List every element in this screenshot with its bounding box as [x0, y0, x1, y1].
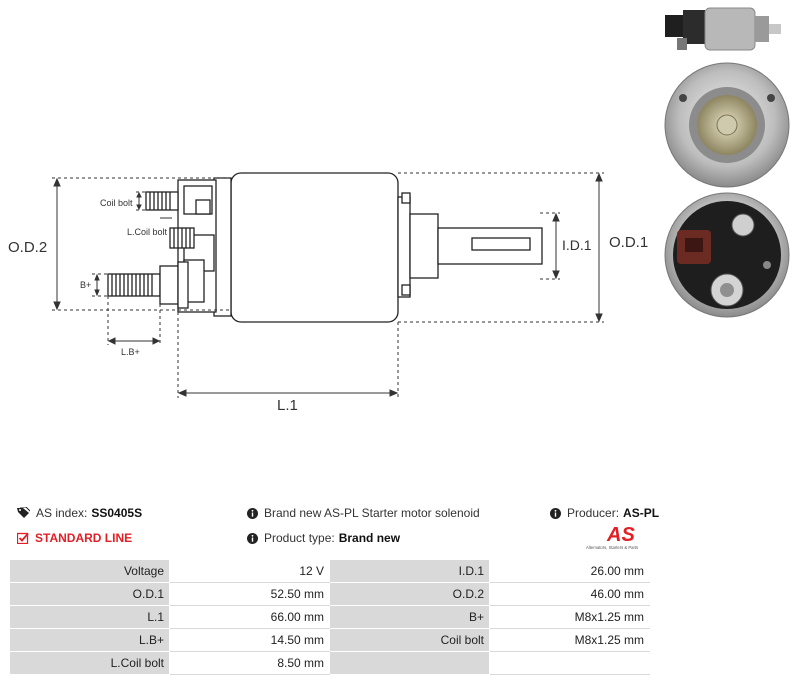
- product-type-label: Product type:: [264, 531, 335, 545]
- spec-value: 66.00 mm: [169, 605, 330, 629]
- spec-value: M8x1.25 mm: [489, 628, 650, 652]
- spec-key: Coil bolt: [329, 628, 490, 652]
- spec-key: L.1: [9, 605, 170, 629]
- od1-label: O.D.1: [609, 234, 648, 251]
- specification-table: Voltage 12 V I.D.1 26.00 mm O.D.1 52.50 …: [9, 559, 650, 675]
- producer-row: Producer: AS-PL: [550, 506, 659, 520]
- spec-value: 8.50 mm: [169, 651, 330, 675]
- l1-label: L.1: [277, 397, 298, 414]
- od2-label: O.D.2: [8, 239, 47, 256]
- producer-value: AS-PL: [623, 506, 660, 520]
- spec-key: I.D.1: [329, 559, 490, 583]
- info-icon: [550, 507, 561, 519]
- table-row: Voltage 12 V I.D.1 26.00 mm: [9, 559, 650, 583]
- logo-tagline: Alternators, Starters & Parts: [586, 545, 638, 550]
- product-line: STANDARD LINE: [35, 531, 133, 545]
- lb-plus-label: L.B+: [121, 347, 140, 357]
- spec-key: O.D.2: [329, 582, 490, 606]
- producer-label: Producer:: [567, 506, 620, 520]
- spec-value: 46.00 mm: [489, 582, 650, 606]
- spec-value: 26.00 mm: [489, 559, 650, 583]
- spec-value: M8x1.25 mm: [489, 605, 650, 629]
- product-line-row: STANDARD LINE: [16, 531, 133, 545]
- as-index-value: SS0405S: [91, 506, 143, 520]
- table-row: L.B+ 14.50 mm Coil bolt M8x1.25 mm: [9, 628, 650, 652]
- logo-text: AS: [606, 524, 635, 546]
- as-pl-logo: AS Alternators, Starters & Parts: [586, 524, 638, 550]
- b-plus-label: B+: [80, 280, 91, 290]
- spec-value: 14.50 mm: [169, 628, 330, 652]
- spec-key: L.Coil bolt: [9, 651, 170, 675]
- side-view-photo: [665, 7, 781, 51]
- rear-view-photo: [664, 192, 790, 318]
- spec-key: [329, 651, 490, 675]
- spec-value: [489, 651, 650, 675]
- product-description: Brand new AS-PL Starter motor solenoid: [264, 506, 480, 520]
- spec-key: Voltage: [9, 559, 170, 583]
- as-index-label: AS index:: [36, 506, 88, 520]
- spec-key: L.B+: [9, 628, 170, 652]
- table-row: O.D.1 52.50 mm O.D.2 46.00 mm: [9, 582, 650, 606]
- description-row: Brand new AS-PL Starter motor solenoid: [247, 506, 480, 520]
- l-coil-bolt-label: L.Coil bolt: [127, 227, 168, 237]
- coil-bolt-label: Coil bolt: [100, 198, 133, 208]
- id1-label: I.D.1: [562, 237, 592, 253]
- table-row: L.1 66.00 mm B+ M8x1.25 mm: [9, 605, 650, 629]
- solenoid-body: [230, 172, 399, 323]
- front-view-photo: [664, 62, 790, 188]
- spec-key: O.D.1: [9, 582, 170, 606]
- info-icon: [247, 507, 258, 519]
- solenoid-dimension-drawing: O.D.2 O.D.1 I.D.1 L.1 Coil bolt L.Coil b…: [8, 172, 648, 414]
- table-row: L.Coil bolt 8.50 mm: [9, 651, 650, 675]
- spec-value: 52.50 mm: [169, 582, 330, 606]
- product-photos: [664, 7, 790, 318]
- as-index-row: AS index: SS0405S: [17, 506, 142, 520]
- info-icon: [247, 532, 258, 544]
- product-type-value: Brand new: [338, 531, 401, 545]
- product-type-row: Product type: Brand new: [247, 531, 400, 545]
- checkbox-checked-icon: [16, 532, 29, 545]
- spec-value: 12 V: [169, 559, 330, 583]
- tag-icon: [17, 506, 31, 519]
- spec-key: B+: [329, 605, 490, 629]
